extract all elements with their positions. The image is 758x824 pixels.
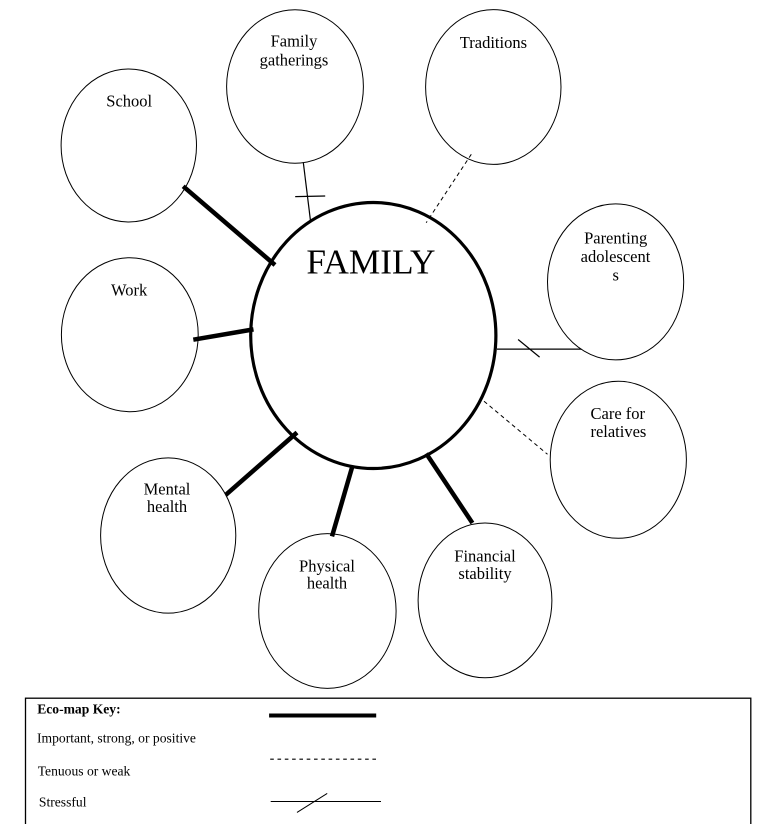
svg-text:FAMILY: FAMILY — [306, 243, 435, 282]
svg-text:Parenting: Parenting — [584, 229, 647, 248]
svg-text:Financial: Financial — [454, 546, 516, 565]
svg-text:relatives: relatives — [590, 422, 646, 441]
svg-text:health: health — [307, 574, 348, 593]
svg-text:Work: Work — [111, 281, 148, 300]
svg-text:Care for: Care for — [591, 404, 646, 423]
svg-text:health: health — [147, 497, 188, 516]
svg-text:Important, strong, or positive: Important, strong, or positive — [37, 731, 196, 746]
svg-text:Eco-map Key:: Eco-map Key: — [37, 701, 120, 716]
svg-text:Stressful: Stressful — [39, 794, 87, 809]
svg-text:gatherings: gatherings — [260, 51, 329, 70]
svg-text:adolescent: adolescent — [581, 247, 651, 266]
svg-text:Physical: Physical — [299, 556, 355, 575]
svg-text:Tenuous or weak: Tenuous or weak — [38, 763, 131, 778]
svg-text:School: School — [106, 92, 152, 111]
svg-text:Traditions: Traditions — [460, 33, 527, 52]
svg-text:Family: Family — [271, 31, 319, 50]
svg-text:Mental: Mental — [144, 480, 191, 499]
svg-text:s: s — [612, 265, 618, 284]
svg-text:stability: stability — [458, 564, 512, 583]
